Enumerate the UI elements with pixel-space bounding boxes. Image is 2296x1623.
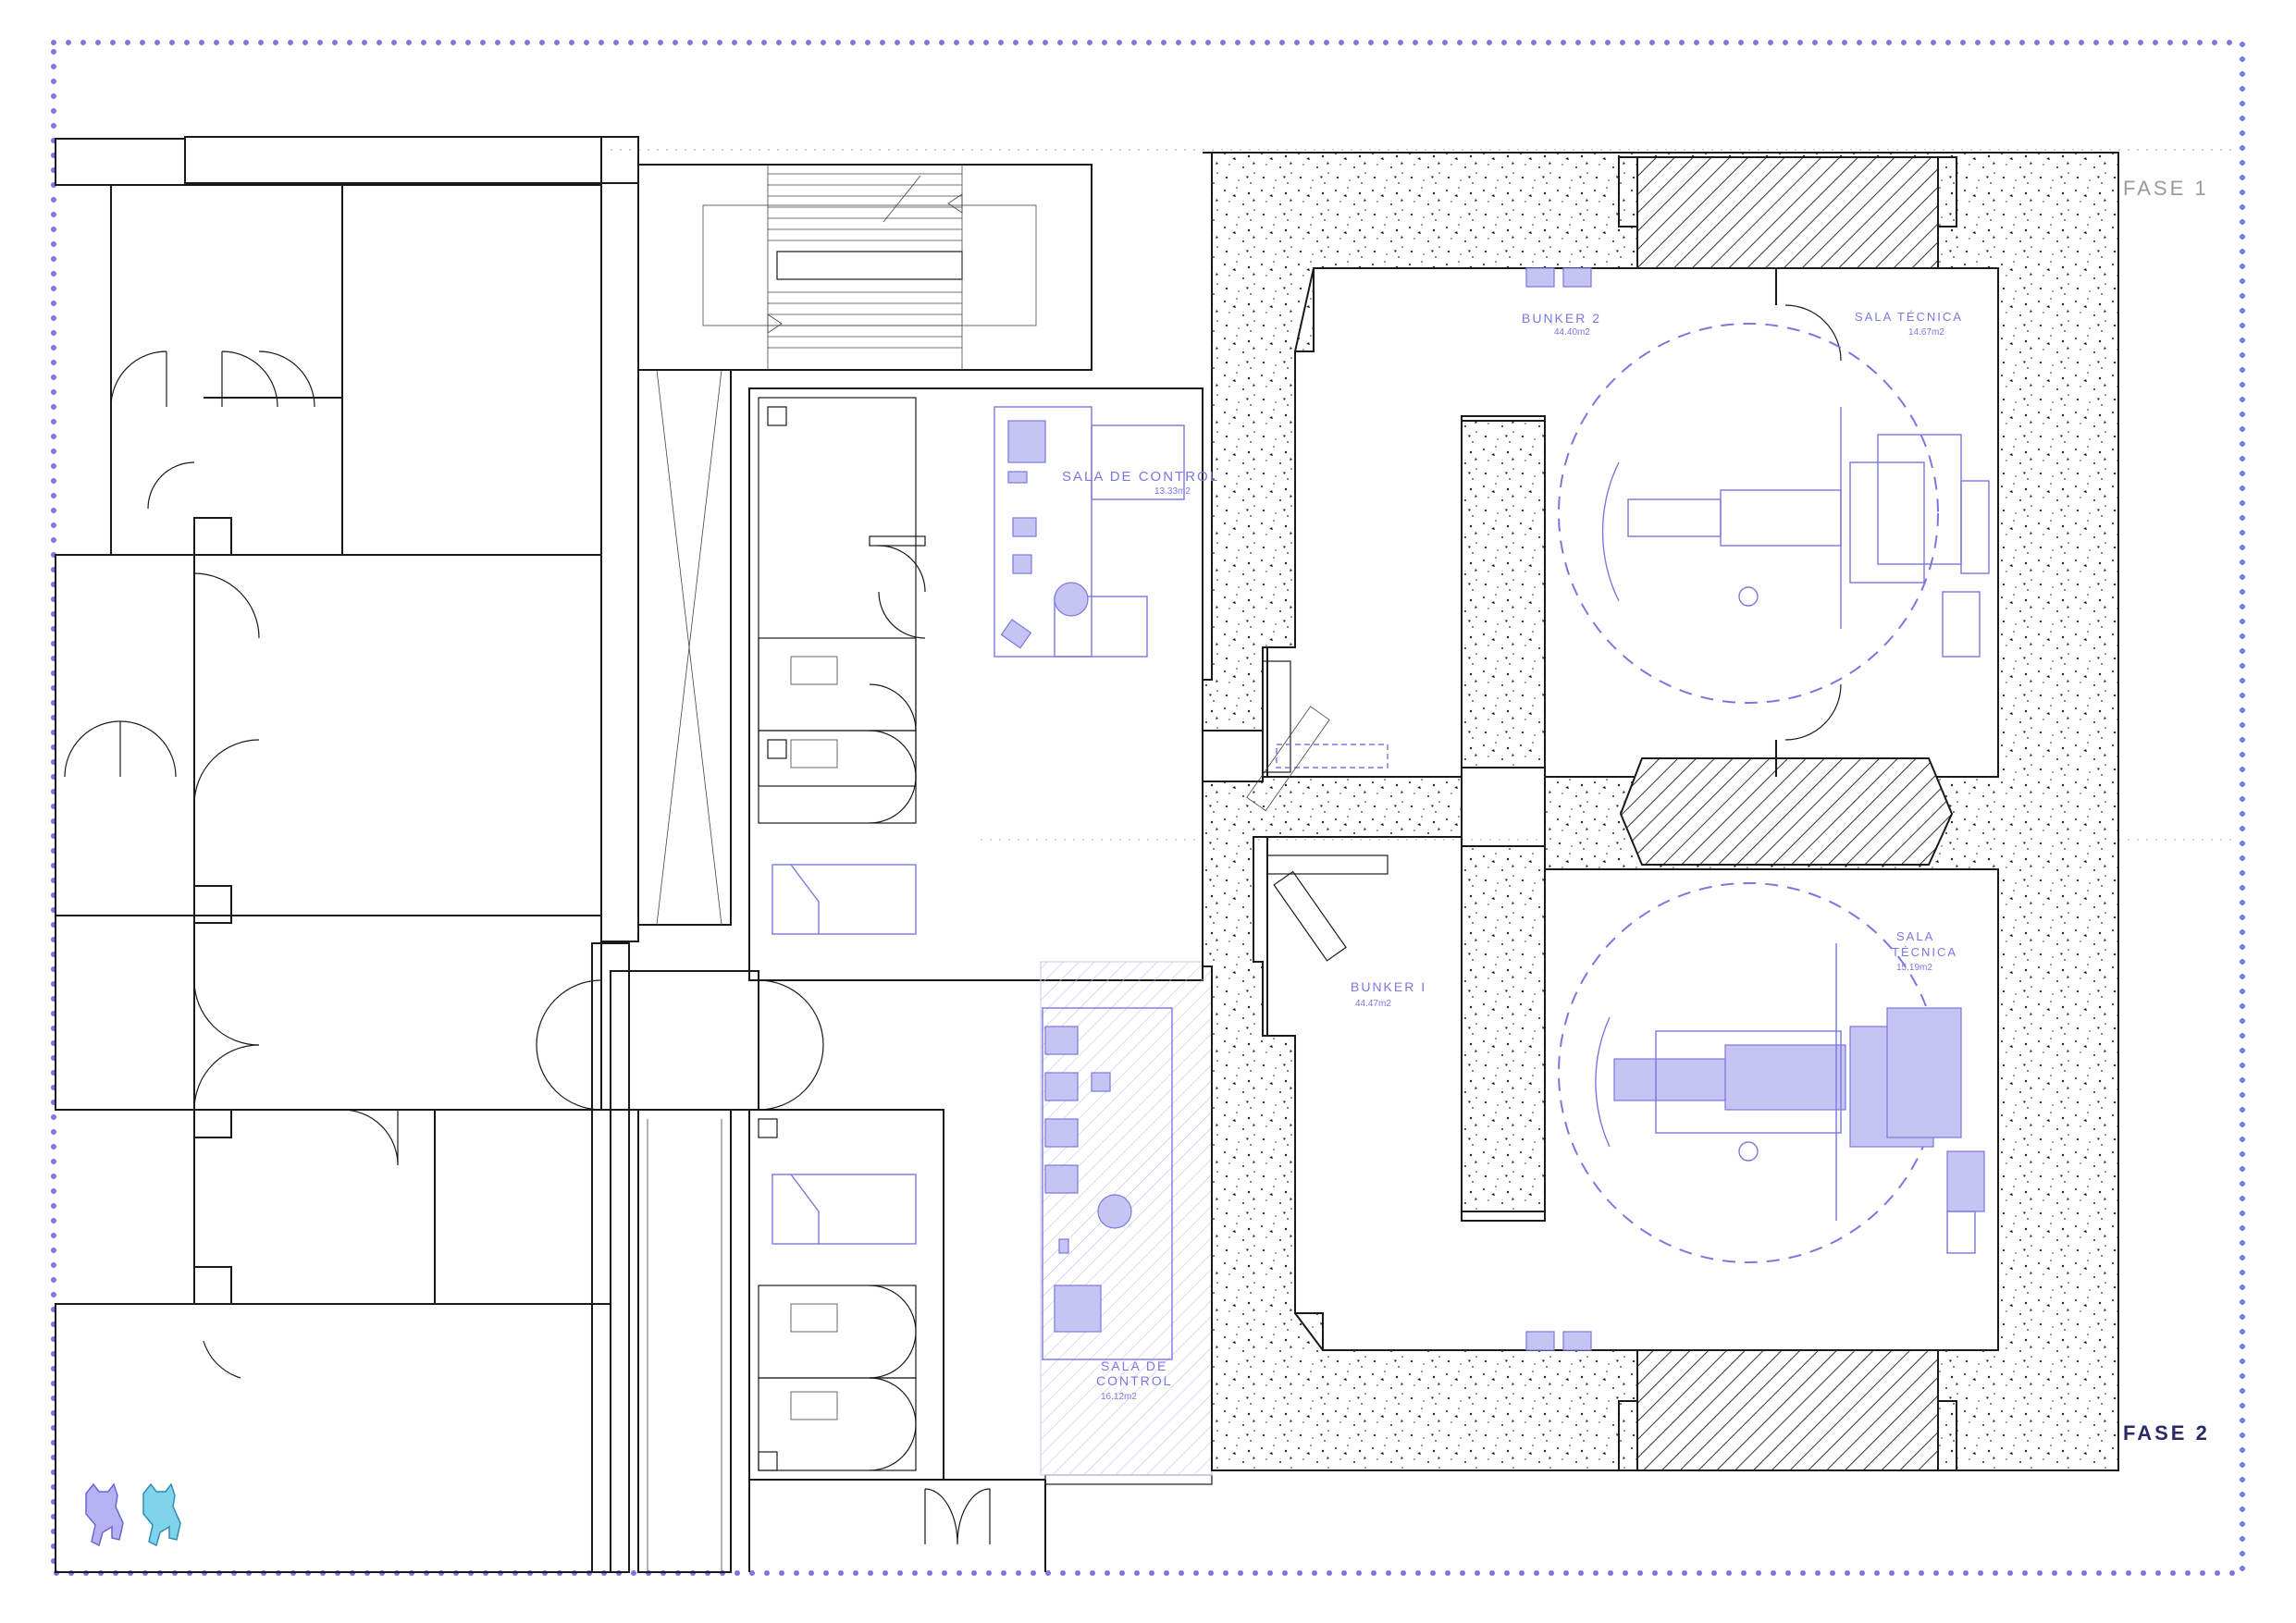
linac-bottom [1525,882,1985,1351]
sala-tecnica-bottom-line1: SALA [1896,929,1934,943]
sheet-border [51,40,2245,1576]
maze-doors [1246,660,1389,962]
sala-tecnica-top-name: SALA TÉCNICA [1855,310,1963,324]
sala-control-bottom-line1: SALA DE [1101,1359,1167,1373]
fase-1-label: FASE 1 [2123,177,2209,200]
control-room-top [994,406,1185,658]
sala-control-bottom-area: 16.12m2 [1101,1392,1137,1402]
sala-control-bottom-line2: CONTROL [1096,1373,1172,1388]
linac-top [1525,267,1990,704]
bunker-1-name: BUNKER I [1351,979,1426,994]
control-room-bottom [1040,961,1213,1476]
sala-control-top-area: 13.33m2 [1154,486,1191,497]
llama-logo-purple [85,1482,124,1547]
bunker-2-name: BUNKER 2 [1522,311,1601,326]
llama-logo-cyan [142,1482,181,1547]
bunker-envelope [1202,152,2119,1471]
bunker-1-area: 44.47m2 [1355,999,1391,1009]
stair-core [637,164,1092,371]
sala-control-top-name: SALA DE CONTROL [1062,469,1219,485]
existing-doors [64,350,824,1379]
bunker-2-area: 44.40m2 [1554,327,1590,338]
central-rooms [748,387,1213,1572]
sala-tecnica-top-area: 14.67m2 [1908,327,1944,338]
fase-2-label: FASE 2 [2123,1421,2210,1445]
sala-tecnica-bottom-line2: TÉCNICA [1892,945,1957,959]
sala-tecnica-bottom-area: 15.19m2 [1896,963,1932,973]
